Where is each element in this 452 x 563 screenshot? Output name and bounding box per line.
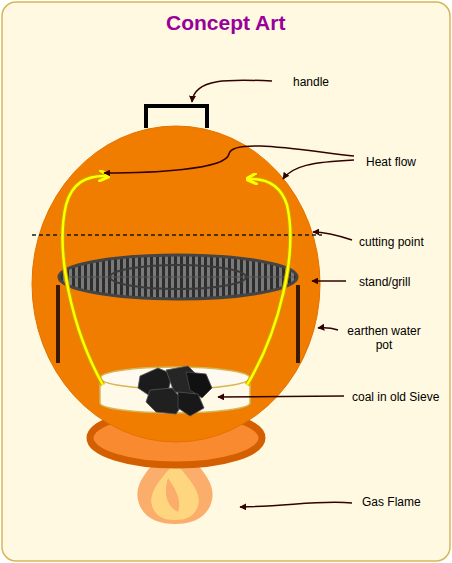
leader-line: [192, 80, 272, 102]
leader-line: [312, 280, 346, 282]
earthen-pot: [32, 126, 320, 442]
pot-handle: [146, 106, 207, 128]
leader-line: [104, 146, 354, 173]
leader-line: [318, 328, 338, 330]
grill-inner-ring: [110, 265, 246, 289]
part-label: earthen water pot: [342, 324, 426, 352]
grill-support: [296, 285, 300, 363]
gas-flame-inner: [151, 462, 199, 520]
leader-line: [313, 232, 352, 240]
part-label: coal in old Sieve: [352, 390, 439, 404]
part-label: Gas Flame: [362, 495, 421, 509]
leader-line: [283, 160, 354, 179]
title: Concept Art: [166, 11, 285, 35]
cutting-line: [32, 234, 322, 236]
part-label: Heat flow: [366, 155, 416, 169]
leader-line: [240, 502, 352, 507]
leader-line: [218, 396, 344, 397]
grill-support: [56, 285, 60, 363]
coal: [138, 366, 212, 416]
part-label: handle: [293, 75, 329, 89]
grill: [59, 255, 297, 299]
heat-flow-curve: [63, 176, 108, 385]
gas-flame-tongue: [166, 478, 179, 512]
coal-lump: [178, 392, 204, 416]
part-label: cutting point: [359, 235, 424, 249]
heat-flow-edge: [63, 176, 108, 385]
part-label: stand/grill: [359, 275, 410, 289]
heat-flow-edge: [247, 179, 290, 385]
heat-flow-curve: [247, 179, 290, 385]
grill-bar: [62, 277, 294, 278]
